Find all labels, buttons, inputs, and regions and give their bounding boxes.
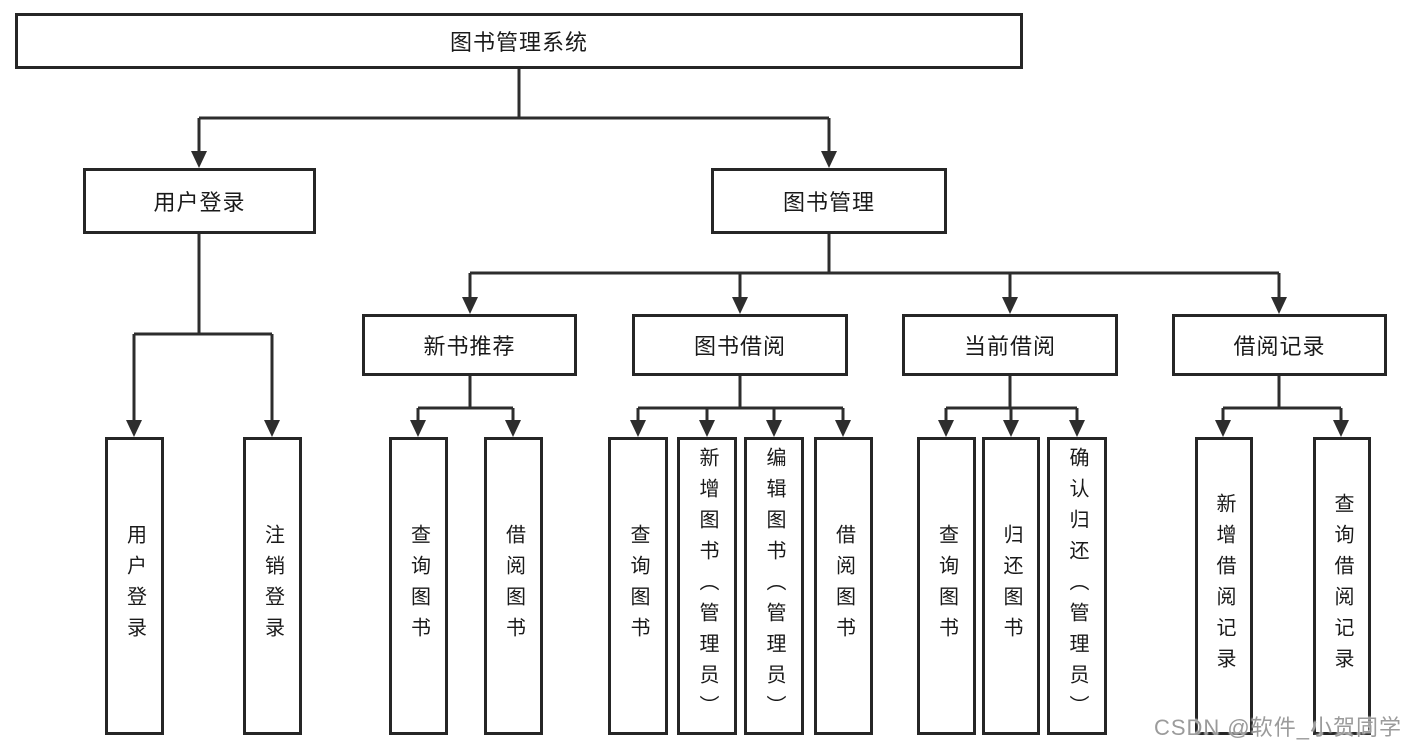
node-current-borrow: 当前借阅 <box>902 314 1118 376</box>
leaf-newbooks-query: 查询图书 <box>389 437 448 735</box>
node-root: 图书管理系统 <box>15 13 1023 69</box>
node-user-login: 用户登录 <box>83 168 316 234</box>
node-current-borrow-label: 当前借阅 <box>963 334 1056 359</box>
leaf-borrow-borrow-book: 借阅图书 <box>814 437 873 735</box>
leaf-records-add: 新增借阅记录 <box>1195 437 1253 735</box>
leaf-borrow-add-book-admin: 新增图书（管理员） <box>677 437 737 735</box>
connector-user-login-to-leaves <box>126 234 280 437</box>
watermark: CSDN @软件_小贺同学 <box>1153 715 1402 740</box>
leaf-borrow-edit-book-admin: 编辑图书（管理员） <box>744 437 804 735</box>
node-borrow-records: 借阅记录 <box>1172 314 1387 376</box>
leaf-logout: 注销登录 <box>243 437 302 735</box>
connector-book-mgmt-to-level3 <box>462 234 1287 314</box>
connector-book-borrow-to-leaves <box>630 376 851 437</box>
connector-new-books-to-leaves <box>410 376 521 437</box>
node-user-login-label: 用户登录 <box>153 190 246 215</box>
node-book-management-label: 图书管理 <box>782 190 875 215</box>
node-borrow-records-label: 借阅记录 <box>1233 334 1326 359</box>
node-new-book-recommend-label: 新书推荐 <box>423 334 516 359</box>
leaf-current-query: 查询图书 <box>917 437 976 735</box>
leaf-current-return: 归还图书 <box>982 437 1040 735</box>
leaf-borrow-query: 查询图书 <box>608 437 668 735</box>
leaf-current-confirm-return-admin: 确认归还（管理员） <box>1047 437 1107 735</box>
node-book-borrow-label: 图书借阅 <box>693 334 786 359</box>
connector-borrow-records-to-leaves <box>1215 376 1349 437</box>
node-book-management: 图书管理 <box>711 168 947 234</box>
node-root-label: 图书管理系统 <box>449 30 588 55</box>
leaf-newbooks-borrow: 借阅图书 <box>484 437 543 735</box>
leaf-records-query: 查询借阅记录 <box>1313 437 1371 735</box>
node-new-book-recommend: 新书推荐 <box>362 314 577 376</box>
node-book-borrow: 图书借阅 <box>632 314 848 376</box>
connector-root-to-level2 <box>191 69 837 168</box>
leaf-user-login: 用户登录 <box>105 437 164 735</box>
connector-current-borrow-to-leaves <box>938 376 1085 437</box>
